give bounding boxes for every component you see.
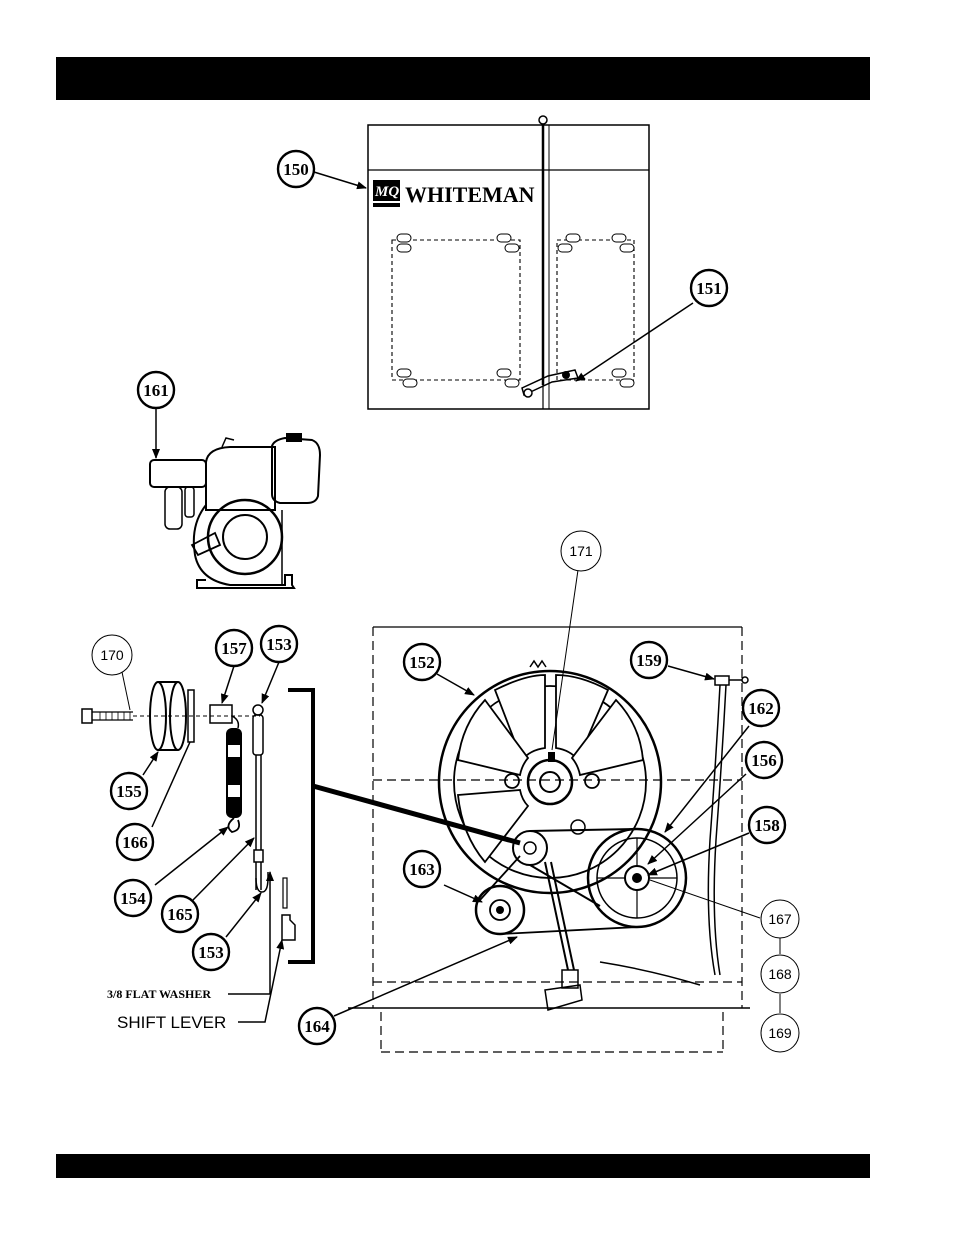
callout-168: 168 [761, 955, 799, 993]
callout-158: 158 [749, 807, 785, 843]
svg-text:163: 163 [409, 860, 435, 879]
leader-lines [122, 172, 780, 1022]
callout-170: 170 [92, 635, 132, 675]
callout-164: 164 [299, 1008, 335, 1044]
svg-text:150: 150 [283, 160, 309, 179]
svg-text:158: 158 [754, 816, 780, 835]
callout-151: 151 [691, 270, 727, 306]
callout-155: 155 [111, 773, 147, 809]
svg-text:167: 167 [768, 911, 792, 927]
svg-text:156: 156 [751, 751, 777, 770]
svg-text:166: 166 [122, 833, 148, 852]
svg-text:170: 170 [100, 647, 124, 663]
brand-name: WHITEMAN [405, 182, 535, 207]
callout-153-top: 153 [261, 626, 297, 662]
engine-assembly [150, 433, 320, 588]
svg-text:169: 169 [768, 1025, 792, 1041]
svg-text:168: 168 [768, 966, 792, 982]
belt-guard-cover: MQ WHITEMAN [368, 116, 649, 409]
svg-text:153: 153 [266, 635, 292, 654]
callout-162: 162 [743, 690, 779, 726]
callout-167: 167 [761, 900, 799, 938]
callout-157: 157 [216, 630, 252, 666]
svg-text:165: 165 [167, 905, 193, 924]
svg-text:153: 153 [198, 943, 224, 962]
svg-text:171: 171 [569, 543, 593, 559]
svg-text:161: 161 [143, 381, 169, 400]
mq-logo-letters: MQ [374, 184, 399, 200]
callout-166: 166 [117, 824, 153, 860]
svg-text:152: 152 [409, 653, 435, 672]
svg-text:154: 154 [120, 889, 146, 908]
callout-163: 163 [404, 851, 440, 887]
callout-156: 156 [746, 742, 782, 778]
shift-lever-label: SHIFT LEVER [117, 1013, 226, 1032]
drive-assembly [313, 627, 750, 1052]
callout-171: 171 [561, 531, 601, 571]
svg-text:159: 159 [636, 651, 662, 670]
svg-text:155: 155 [116, 782, 142, 801]
callout-152: 152 [404, 644, 440, 680]
callout-159: 159 [631, 642, 667, 678]
callout-154: 154 [115, 880, 151, 916]
callout-161: 161 [138, 372, 174, 408]
svg-text:164: 164 [304, 1017, 330, 1036]
svg-text:151: 151 [696, 279, 722, 298]
svg-text:157: 157 [221, 639, 247, 658]
flat-washer-label: 3/8 FLAT WASHER [107, 987, 211, 1001]
callout-165: 165 [162, 896, 198, 932]
callout-169: 169 [761, 1014, 799, 1052]
callout-150: 150 [278, 151, 314, 187]
svg-text:162: 162 [748, 699, 774, 718]
callout-153-bottom: 153 [193, 934, 229, 970]
